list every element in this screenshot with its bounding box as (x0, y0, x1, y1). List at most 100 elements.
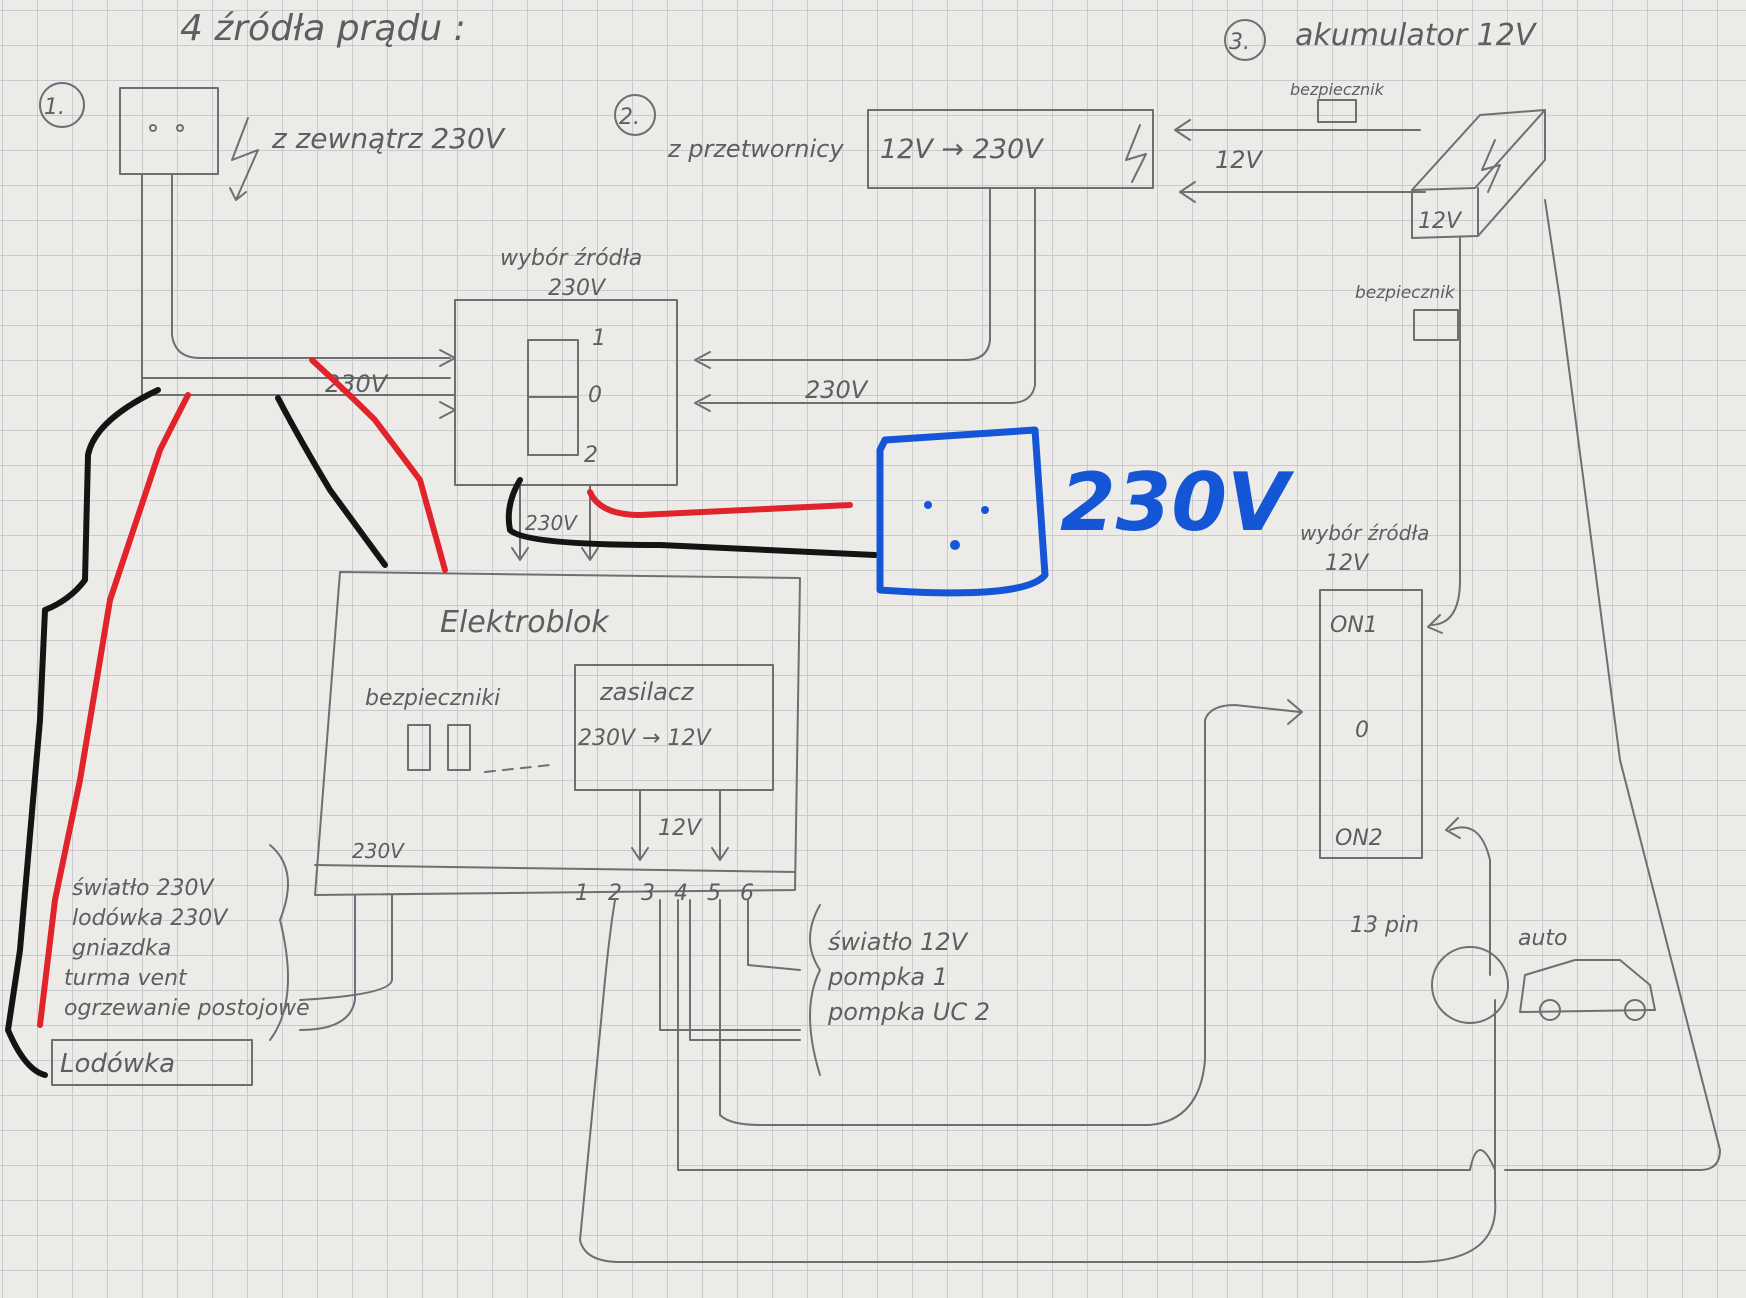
fuses-label: bezpieczniki (365, 686, 500, 711)
source-1-label: z zewnątrz 230V (271, 122, 506, 155)
battery-negative-cable (1504, 199, 1721, 1171)
socket-pin-icon (176, 124, 184, 132)
arrow-icon (1445, 817, 1461, 839)
selector12-on1[interactable]: ON1 (1330, 613, 1378, 638)
auto-label: auto (1518, 926, 1568, 951)
selector230-pos2: 2 (584, 443, 598, 468)
source-3-label: akumulator 12V (1295, 18, 1538, 53)
load-12v-cable (689, 899, 801, 1041)
brace-icon (809, 904, 821, 1076)
selector-output (511, 484, 529, 561)
car-wheel-icon (1539, 999, 1561, 1021)
socket-pin-icon (924, 501, 932, 509)
fuse-icon (1413, 309, 1459, 341)
terminal-number: 6 (740, 881, 754, 906)
load-230v-item: gniazdka (72, 936, 171, 961)
cable-to-pin13 (579, 899, 1497, 1263)
pin13-connector-icon (1431, 946, 1509, 1024)
blue-socket-icon (876, 426, 1049, 597)
wire-label-230v: 230V (805, 376, 869, 404)
psu-output (711, 789, 729, 861)
fridge-label: Lodówka (60, 1049, 175, 1079)
selector230-pos1: 1 (592, 326, 606, 351)
fridge-box (51, 1039, 253, 1086)
loads-230-cable (299, 894, 393, 1001)
load-230v-item: światło 230V (72, 876, 215, 901)
return-cable (677, 899, 1496, 1171)
inverter-conversion: 12V → 230V (880, 134, 1045, 165)
black-wire (505, 477, 878, 558)
selector230-voltage: 230V (548, 276, 607, 301)
arrow-icon (439, 401, 456, 419)
selector12-on2[interactable]: ON2 (1335, 826, 1383, 851)
battery-label: 12V (1418, 209, 1463, 234)
load-12v-item: pompka 1 (827, 963, 948, 991)
red-wire (587, 489, 853, 518)
selector12-off[interactable]: 0 (1355, 718, 1369, 743)
socket-230v-label: 230V (1060, 456, 1295, 549)
fuse-label-mid: bezpiecznik (1355, 283, 1456, 303)
psu-conversion: 230V → 12V (578, 726, 712, 751)
car-wheel-icon (1624, 999, 1646, 1021)
lightning-icon (1481, 139, 1501, 193)
elektroblok-title: Elektroblok (440, 605, 610, 640)
arrow-icon (1174, 119, 1191, 141)
load-12v-item: światło 12V (828, 928, 969, 956)
load-12v-cable (747, 899, 801, 971)
psu-box (574, 664, 774, 791)
arrow-icon (694, 351, 711, 369)
arrow-icon (1179, 181, 1196, 203)
selector230-pos0: 0 (588, 383, 602, 408)
black-wire (5, 387, 161, 1078)
black-wire (275, 395, 388, 568)
socket-ground-icon (950, 540, 960, 550)
diagram-title: 4 źródła prądu : (180, 8, 466, 49)
lightning-icon (229, 117, 259, 201)
source-1-number: 1. (44, 95, 65, 120)
terminal-strip (314, 864, 796, 873)
selector230-box (454, 299, 678, 486)
pin13-label: 13 pin (1350, 913, 1419, 938)
selector12-voltage: 12V (1325, 551, 1370, 576)
terminal-number: 4 (674, 881, 688, 906)
elektroblok-box (314, 571, 801, 896)
psu-output (631, 789, 649, 861)
arrow-icon (694, 394, 711, 412)
load-230v-item: ogrzewanie postojowe (64, 996, 310, 1021)
car-cable (1449, 826, 1491, 976)
source-3-badge (1224, 19, 1266, 61)
external-cable (141, 173, 451, 379)
fuse-icon (407, 724, 431, 771)
red-wire (37, 392, 191, 1028)
source-2-badge (614, 94, 656, 136)
source-1-badge (39, 82, 85, 128)
arrow-icon (1427, 614, 1443, 634)
terminal-number: 2 (608, 881, 622, 906)
external-cable (171, 173, 451, 359)
wire-label-12v: 12V (1215, 146, 1264, 174)
load-230v-item: lodówka 230V (72, 906, 229, 931)
fuse-label-top: bezpiecznik (1290, 80, 1385, 99)
inverter-cable (699, 187, 991, 361)
selector12-title: wybór źródła (1300, 521, 1429, 545)
wire-label-230v: 230V (525, 511, 578, 535)
wire-label-230v: 230V (352, 839, 405, 863)
source-2-number: 2. (619, 105, 640, 130)
load-12v-cable (659, 899, 801, 1031)
socket-pin-icon (149, 124, 157, 132)
external-socket-box (119, 87, 219, 175)
source-3-number: 3. (1229, 30, 1250, 55)
fuse-to-psu (484, 764, 551, 773)
cable-to-selector12 (719, 704, 1301, 1126)
brace-icon (269, 844, 289, 1041)
fuse-icon (1317, 99, 1357, 123)
wire-label-12v: 12V (658, 816, 703, 841)
car-icon (1519, 959, 1656, 1013)
selector12-box (1319, 589, 1423, 859)
red-wire (309, 357, 448, 573)
terminal-number: 1 (575, 881, 589, 906)
